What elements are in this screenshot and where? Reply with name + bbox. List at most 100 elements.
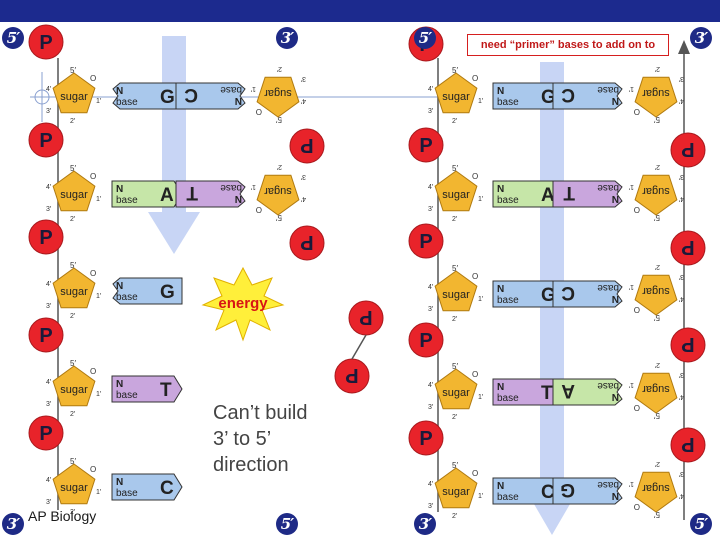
left-phosphate-3: P bbox=[28, 219, 64, 255]
right-sugar-4-c1: 1′ bbox=[478, 394, 484, 401]
free-phosphate-2: P bbox=[334, 358, 370, 394]
left-sugar-1-c2: 2′ bbox=[70, 118, 76, 125]
right-sugar-2-oxygen: O bbox=[472, 172, 478, 181]
left-sugar-2-oxygen: O bbox=[90, 172, 96, 181]
left-partner-phosphate-1-letter: P bbox=[300, 134, 313, 156]
left-base-4-base: base bbox=[116, 390, 138, 401]
left-sugar-5-oxygen: O bbox=[90, 465, 96, 474]
right-partner-sugar-1-label: sugar bbox=[642, 87, 670, 99]
end-label-3-top-right: 3′ bbox=[690, 27, 712, 49]
left-sugar-5-c5: 5′ bbox=[70, 457, 76, 466]
right-sugar-4-shape bbox=[434, 368, 478, 410]
right-partner-sugar-5-c1: 1′ bbox=[628, 480, 634, 487]
left-sugar-1-c3: 3′ bbox=[46, 108, 52, 115]
right-partner-base-1-n: N bbox=[612, 95, 619, 106]
right-sugar-4-c5: 5′ bbox=[452, 362, 458, 371]
right-sugar-2-c4: 4′ bbox=[428, 184, 434, 191]
right-sugar-4-c3: 3′ bbox=[428, 404, 434, 411]
left-sugar-5-shape bbox=[52, 463, 96, 505]
left-sugar-1-shape bbox=[52, 72, 96, 114]
right-partner-base-1-base: base bbox=[597, 84, 619, 95]
right-phosphate-5-letter: P bbox=[419, 428, 432, 450]
right-partner-sugar-2-c4: 4′ bbox=[678, 195, 684, 202]
right-partner-sugar-5-c4: 4′ bbox=[678, 492, 684, 499]
right-base-5-letter: C bbox=[541, 482, 555, 503]
right-sugar-1-c1: 1′ bbox=[478, 98, 484, 105]
left-sugar-1-c4: 4′ bbox=[46, 86, 52, 93]
right-sugar-1-c3: 3′ bbox=[428, 108, 434, 115]
left-base-1-n: N bbox=[116, 86, 123, 97]
right-partner-phosphate-4-letter: P bbox=[681, 433, 694, 455]
right-partner-sugar-1-c3: 3′ bbox=[678, 75, 684, 82]
right-sugar-2-c3: 3′ bbox=[428, 206, 434, 213]
right-sugar-1-c4: 4′ bbox=[428, 86, 434, 93]
left-phosphate-5-letter: P bbox=[39, 423, 52, 445]
right-partner-sugar-1-c2: 2′ bbox=[654, 65, 660, 72]
right-phosphate-3-letter: P bbox=[419, 231, 432, 253]
right-phosphate-4: P bbox=[408, 322, 444, 358]
right-sugar-5-c3: 3′ bbox=[428, 503, 434, 510]
left-phosphate-1-letter: P bbox=[39, 32, 52, 54]
right-sugar-3-oxygen: O bbox=[472, 272, 478, 281]
title-bar bbox=[0, 0, 720, 22]
right-partner-sugar-3-oxygen: O bbox=[634, 305, 640, 314]
left-phosphate-2: P bbox=[28, 122, 64, 158]
left-partner-base-1-letter: C bbox=[184, 84, 198, 105]
right-sugar-4-c4: 4′ bbox=[428, 382, 434, 389]
right-partner-arrowhead bbox=[678, 40, 690, 54]
right-sugar-4-label: sugar bbox=[442, 387, 470, 399]
right-partner-sugar-5-c5: 5′ bbox=[654, 510, 660, 519]
synthesis-arrow-right-shaft bbox=[540, 62, 564, 492]
right-phosphate-2-letter: P bbox=[419, 135, 432, 157]
left-sugar-4-c5: 5′ bbox=[70, 359, 76, 368]
left-sugar-4-c3: 3′ bbox=[46, 401, 52, 408]
left-base-4-shape bbox=[111, 375, 183, 403]
right-phosphate-4-letter: P bbox=[419, 330, 432, 352]
left-sugar-2-c5: 5′ bbox=[70, 164, 76, 173]
left-partner-sugar-1-c4: 4′ bbox=[300, 97, 306, 104]
right-sugar-2-c2: 2′ bbox=[452, 216, 458, 223]
right-partner-base-5-n: N bbox=[612, 490, 619, 501]
free-phosphate-bond bbox=[351, 334, 367, 360]
right-partner-sugar-3-c3: 3′ bbox=[678, 273, 684, 280]
right-partner-base-3-base: base bbox=[597, 282, 619, 293]
left-sugar-2-c4: 4′ bbox=[46, 184, 52, 191]
right-base-5-n: N bbox=[497, 481, 504, 492]
left-sugar-5-c3: 3′ bbox=[46, 499, 52, 506]
right-partner-base-4-n: N bbox=[612, 391, 619, 402]
right-sugar-5-c2: 2′ bbox=[452, 513, 458, 520]
left-partner-sugar-2-c4: 4′ bbox=[300, 195, 306, 202]
end-label-3-top-mid: 3′ bbox=[276, 27, 298, 49]
right-partner-phosphate-2-letter: P bbox=[681, 236, 694, 258]
left-sugar-3-c1: 1′ bbox=[96, 293, 102, 300]
left-phosphate-4-circle bbox=[28, 317, 64, 353]
cant-build-line-1: Can’t build bbox=[213, 402, 308, 424]
right-base-1-base: base bbox=[497, 97, 519, 108]
right-partner-sugar-2-c2: 2′ bbox=[654, 163, 660, 170]
end-label-5-top-left: 5′ bbox=[2, 27, 24, 49]
left-phosphate-1: P bbox=[28, 24, 64, 60]
right-base-3-letter: G bbox=[541, 285, 556, 306]
right-partner-sugar-4-shape bbox=[634, 372, 678, 414]
right-partner-base-1-letter: C bbox=[561, 84, 575, 105]
right-base-1-letter: G bbox=[541, 87, 556, 108]
right-sugar-3-c2: 2′ bbox=[452, 316, 458, 323]
left-phosphate-3-letter: P bbox=[39, 227, 52, 249]
right-sugar-3-c1: 1′ bbox=[478, 296, 484, 303]
